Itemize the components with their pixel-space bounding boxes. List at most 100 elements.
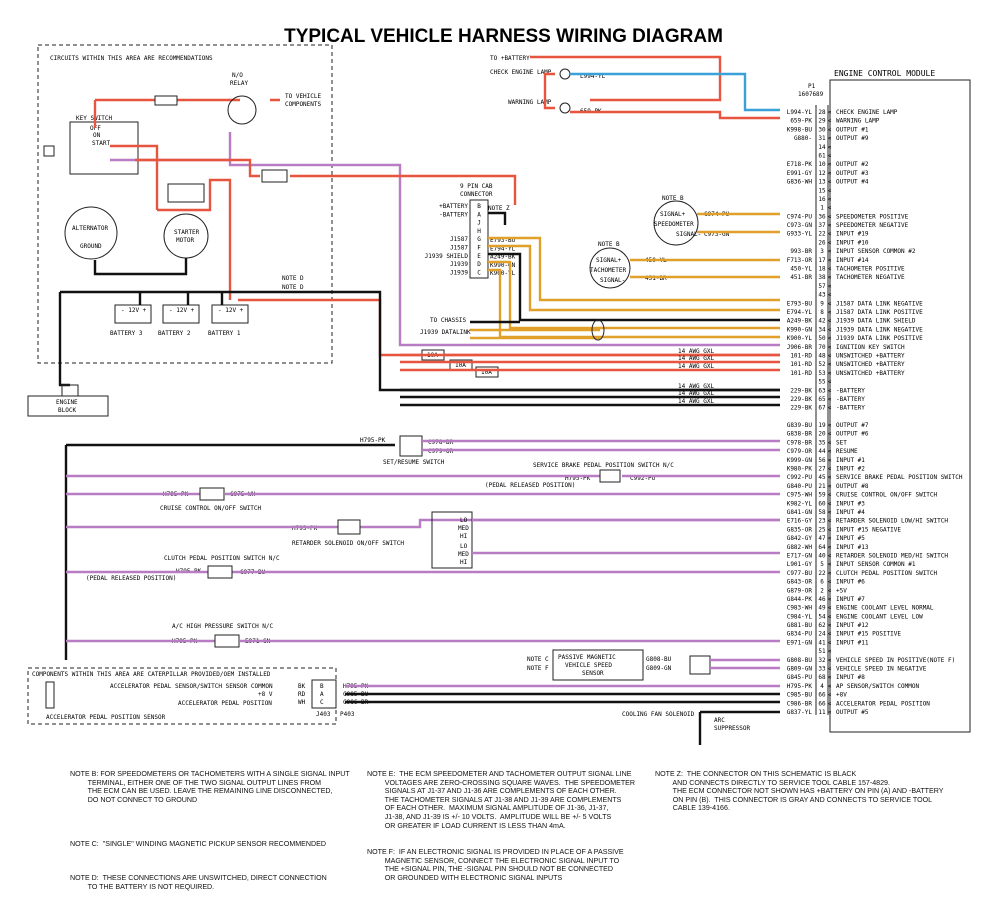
clutch-label: CLUTCH PEDAL POSITION SWITCH N/C [164, 555, 280, 562]
ecm-pin-wire: G834-PU [787, 631, 813, 638]
ecm-pin-arrow: « [828, 196, 832, 203]
ecm-pin-label: INPUT #13 [836, 544, 869, 551]
ecm-block [829, 79, 971, 733]
ap-pin: A [320, 691, 324, 698]
tachometer-icon [589, 247, 631, 289]
j403-label: J403 [316, 711, 331, 718]
cab-pin-letter: D [477, 261, 481, 268]
ecm-pin-label: UNSWITCHED +BATTERY [836, 361, 905, 368]
ecm-pin-number: 67 [818, 405, 826, 412]
note-f: NOTE F: IF AN ELECTRONIC SIGNAL IS PROVI… [367, 848, 624, 882]
ecm-pin-label: INPUT #10 [836, 239, 869, 246]
ecm-pin-arrow: « [828, 222, 832, 229]
ecm-pin-number: 52 [818, 361, 826, 368]
battery-3: - 12V + BATTERY 3 [110, 304, 152, 337]
ecm-pin-arrow: « [828, 631, 832, 638]
ecm-pin-row: 57« [818, 283, 832, 290]
ecm-pin-label: ACCELERATOR PEDAL POSITION [836, 700, 930, 707]
awg-label: 14 AWG GXL [678, 390, 715, 397]
key-switch [69, 121, 139, 175]
ecm-pin-label: INPUT #2 [836, 466, 865, 473]
starter-icon [163, 213, 209, 259]
wire-451: 451-BR [645, 275, 667, 282]
arc-suppressor-label-2: SUPPRESSOR [714, 725, 751, 732]
ecm-pin-label: J1939 DATA LINK SHIELD [836, 318, 916, 325]
ecm-pin-wire: G808-BU [787, 657, 813, 664]
note-b: NOTE B: FOR SPEEDOMETERS OR TACHOMETERS … [70, 770, 350, 804]
ecm-pin-label: ENGINE COOLANT LEVEL NORMAL [836, 605, 934, 612]
ecm-pin-arrow: « [828, 344, 832, 351]
ecm-pin-label: +8V [836, 692, 847, 699]
ecm-pin-number: 43 [818, 292, 826, 299]
ecm-pin-wire: G845-PU [787, 674, 813, 681]
cruise-label: CRUISE CONTROL ON/OFF SWITCH [160, 505, 262, 512]
ecm-pin-arrow: « [828, 135, 832, 142]
ecm-pin-wire: G881-BU [787, 622, 813, 629]
ecm-pin-label: OUTPUT #8 [836, 483, 869, 490]
ecm-pin-number: 5 [820, 561, 824, 568]
ecm-pin-number: 15 [818, 187, 826, 194]
engine-block-label: ENGINE [56, 399, 78, 406]
ecm-pin-label: INPUT #11 [836, 639, 869, 646]
ecm-pin-number: 12 [818, 170, 826, 177]
ecm-pin-number: 49 [818, 605, 826, 612]
cab-connector-label: 9 PIN CAB [460, 183, 493, 190]
ecm-pin-label: OUTPUT #6 [836, 431, 869, 438]
ecm-pin-label: INPUT #3 [836, 500, 865, 507]
cab-pin-name: J1939 SHIELD [425, 253, 469, 260]
ecm-pin-number: 41 [818, 639, 826, 646]
cab-pin-row: J [477, 220, 481, 227]
ecm-pin-arrow: « [828, 396, 832, 403]
ecm-pin-label: RETARDER SOLENOID LOW/HI SWITCH [836, 518, 948, 525]
ecm-pin-arrow: « [828, 483, 832, 490]
ecm-pin-number: 54 [818, 613, 826, 620]
retarder-label: RETARDER SOLENOID ON/OFF SWITCH [292, 540, 404, 547]
ecm-pin-wire: 993-BR [790, 248, 812, 255]
ecm-pin-number: 32 [818, 657, 826, 664]
ecm-pin-arrow: « [828, 248, 832, 255]
ecm-pin-arrow: « [828, 544, 832, 551]
ecm-pin-arrow: « [828, 657, 832, 664]
ecm-pin-number: 26 [818, 239, 826, 246]
caterpillar-label: COMPONENTS WITHIN THIS AREA ARE CATERPIL… [32, 671, 271, 678]
ecm-pin-wire: C985-BU [787, 692, 813, 699]
ecm-pin-label: OUTPUT #9 [836, 135, 869, 142]
ecm-pin-label: CRUISE CONTROL ON/OFF SWITCH [836, 492, 938, 499]
ecm-pin-label: TACHOMETER POSITIVE [836, 266, 905, 273]
wire-c978: C978-BR [428, 439, 454, 446]
ecm-pin-arrow: « [828, 118, 832, 125]
ecm-pin-number: 57 [818, 283, 826, 290]
ecm-pin-arrow: « [828, 144, 832, 151]
wire-l994: L994-YL [580, 73, 606, 80]
ecm-pin-row: 15« [818, 187, 832, 194]
warning-lamp-icon [559, 102, 571, 114]
ap-pin: C [320, 699, 324, 706]
svg-text:- 12V +: - 12V + [218, 307, 244, 314]
ecm-pin-label: INPUT #4 [836, 509, 865, 516]
ap-pos-label: ACCELERATOR PEDAL POSITION [178, 700, 272, 707]
ecm-pin-arrow: « [828, 700, 832, 707]
ecm-pin-number: 42 [818, 318, 826, 325]
ecm-pin-wire: C978-BR [787, 439, 813, 446]
note-c: NOTE C: "SINGLE" WINDING MAGNETIC PICKUP… [70, 840, 326, 848]
service-brake-released: (PEDAL RELEASED POSITION) [485, 482, 575, 489]
speedometer-icon [653, 200, 699, 246]
warning-lamp-label: WARNING LAMP [508, 99, 552, 106]
